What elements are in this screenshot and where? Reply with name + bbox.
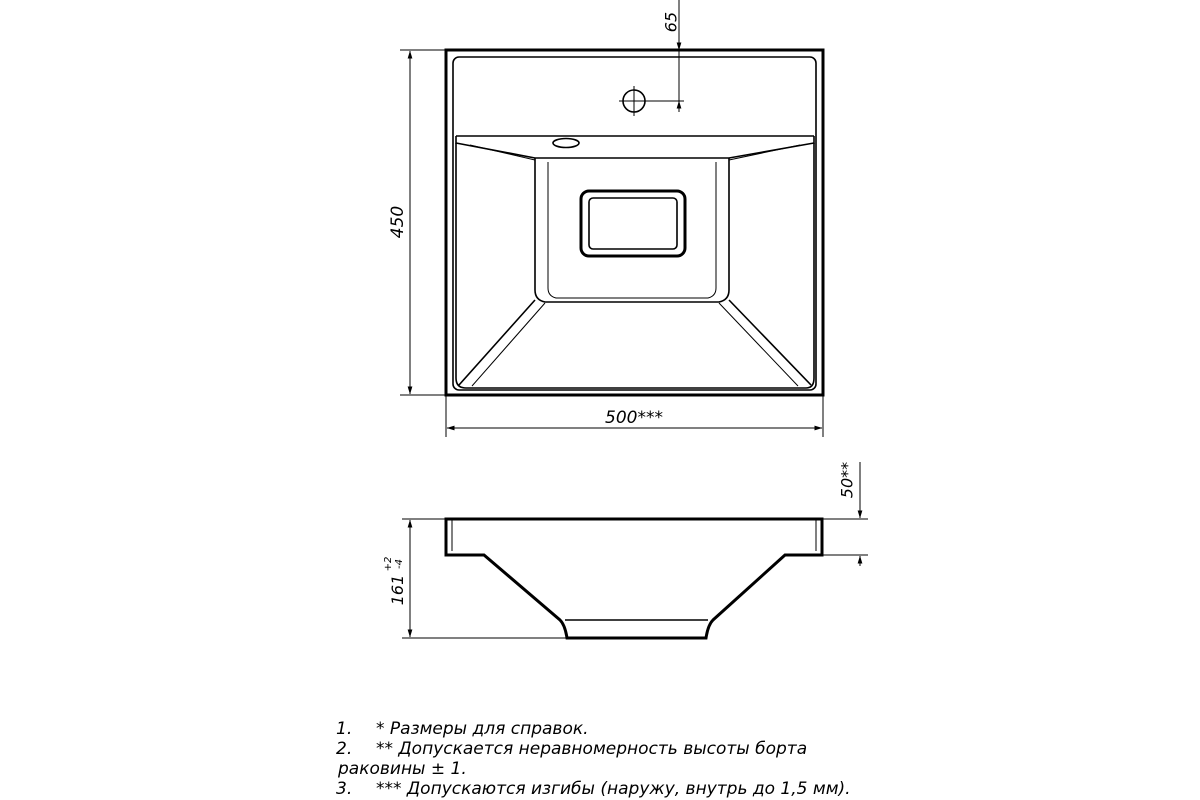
- side-view: 161 +2 -4 50**: [383, 462, 868, 640]
- notes-list: 1. * Размеры для справок. 2. ** Допускае…: [336, 719, 896, 799]
- side-profile: [444, 517, 824, 640]
- note-number: 3.: [336, 779, 353, 799]
- bowl-corner-right: [728, 299, 812, 386]
- bowl-bottom-outline: [534, 158, 730, 303]
- note-item: 2. ** Допускается неравномерность высоты…: [336, 739, 896, 759]
- note-item: 3. *** Допускаются изгибы (наружу, внутр…: [336, 779, 896, 799]
- top-view: 65 450 500***: [388, 0, 825, 437]
- depth-label: 450: [388, 206, 408, 238]
- bowl-rim-inner-edge: [469, 144, 801, 161]
- sink-outer-outline: [444, 48, 825, 397]
- overflow-hole: [552, 137, 580, 149]
- drain-inner: [588, 197, 678, 250]
- note-text-continued: раковины ± 1.: [338, 759, 467, 779]
- height-tol-lower: -4: [394, 559, 405, 569]
- width-label: 500***: [605, 408, 663, 428]
- note-number: 2.: [336, 739, 353, 759]
- bowl-top-edge: [455, 136, 815, 159]
- note-number: 1.: [336, 719, 353, 739]
- note-item: 1. * Размеры для справок.: [336, 719, 896, 739]
- depth-dim-extension: [400, 49, 446, 396]
- bowl-corner-left-inner: [471, 302, 546, 387]
- faucet-offset-label: 65: [662, 12, 681, 32]
- note-text: * Размеры для справок.: [376, 719, 589, 739]
- height-dim-extension: [402, 518, 567, 639]
- note-text: ** Допускается неравномерность высоты бо…: [376, 739, 808, 759]
- width-dim-extension: [445, 395, 824, 437]
- sink-rim-inner-outline: [452, 56, 817, 391]
- note-continuation: раковины ± 1.: [336, 759, 896, 779]
- rim-height-label: 50**: [838, 462, 857, 498]
- bowl-corner-left: [458, 299, 536, 386]
- bowl-bottom-inner-edge: [547, 162, 717, 299]
- bowl-corner-right-inner: [718, 302, 799, 387]
- bowl-inner-outline: [455, 143, 815, 389]
- height-label: 161: [388, 575, 407, 606]
- drain-outer: [579, 189, 687, 258]
- height-tol-upper: +2: [383, 557, 394, 572]
- faucet-hole-center: [619, 86, 649, 116]
- rim-dim-extension: [822, 518, 868, 556]
- note-text: *** Допускаются изгибы (наружу, внутрь д…: [376, 779, 851, 799]
